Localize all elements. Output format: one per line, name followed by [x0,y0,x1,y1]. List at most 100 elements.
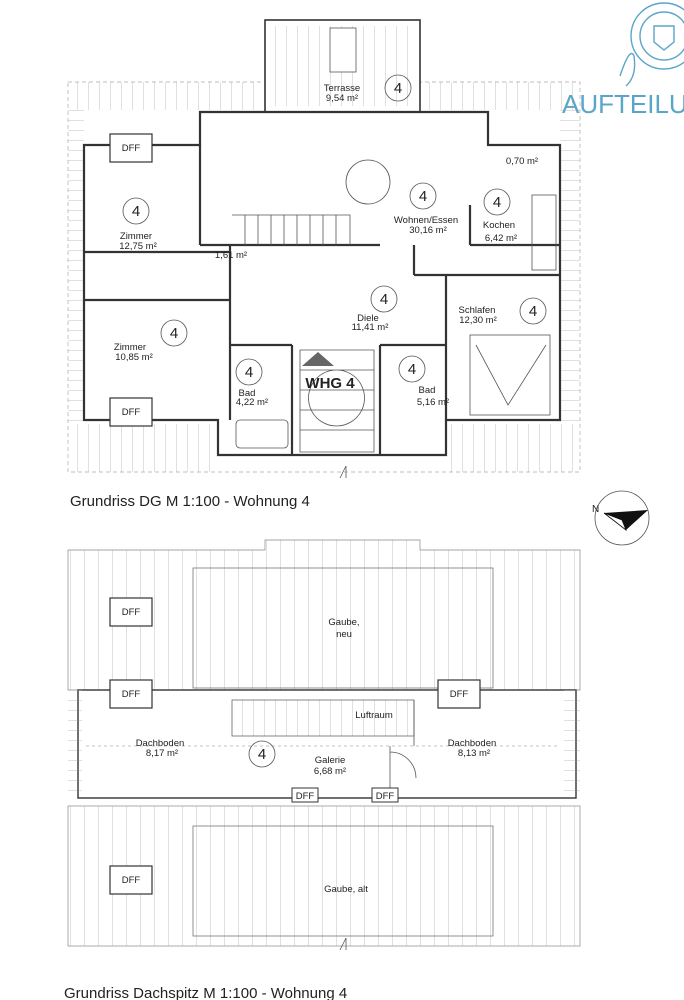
room-area: 9,54 m² [326,93,358,104]
whg-marker-triangle [302,352,334,366]
unit-badge-number: 4 [408,361,416,378]
room-name: Kochen [483,220,515,231]
room-name: Terrasse [324,83,360,94]
room-name: Wohnen/Essen [394,215,458,226]
authority-stamp: AUFTEILU [562,2,684,119]
unit-badge-number: 4 [132,203,140,220]
room-area: 30,16 m² [409,225,447,236]
luftraum-stair [231,699,415,737]
skylight-ds-1 [109,597,153,627]
room-area: 12,30 m² [459,315,497,326]
room-name: Bad [419,385,436,396]
room-area: 8,17 m² [146,748,178,759]
apartment-label: WHG 4 [305,375,355,392]
unit-badge [519,297,547,325]
roof-band-left [68,110,84,424]
skylight-ds-4 [291,787,319,803]
skylight-label: DFF [450,689,469,700]
roof-band-right [560,110,580,424]
skylight-ds-5 [371,787,399,803]
spiral-stair [299,349,375,453]
roof-lower [67,805,581,947]
north-arrow-circle [594,490,650,546]
bed [469,334,551,416]
unit-badge-number: 4 [258,746,266,763]
unit-badge-number: 4 [380,291,388,308]
room-name: Zimmer [114,342,146,353]
plan-dg-title: Grundriss DG M 1:100 - Wohnung 4 [70,493,310,510]
room-name: Dachboden [136,738,185,749]
unit-badge-number: 4 [245,364,253,381]
skylight-label: DFF [296,791,315,802]
room-area: 5,16 m² [417,397,449,408]
bathtub [235,419,289,449]
north-arrow-needle-light [603,512,627,532]
unit-badge [370,285,398,313]
roof-band-bottom-right [446,424,580,472]
outer-wall-dg [82,110,562,457]
plan-dg: DFF DFF Terrasse 9,54 m² 4 4 Zimmer 12,7… [67,19,581,479]
room-area: 11,41 m² [352,322,389,333]
unit-badge [248,740,276,768]
stair-lines-dg [232,214,351,245]
roof-band-top-left [68,82,264,110]
room-name: Galerie [315,755,346,766]
room-area: 6,42 m² [485,233,517,244]
skylight-ds-2 [109,679,153,709]
kitchen-counter [531,194,557,271]
terrace-table [329,27,357,73]
plan-dachspitz: Gaube, neu DFF DFF DFF DFF DFF Luftraum … [67,539,581,951]
skylight-dg-top [109,133,153,163]
unit-badge [384,74,412,102]
unit-badge-number: 4 [170,325,178,342]
skylight-ds-3 [437,679,481,709]
unit-badge [409,182,437,210]
roof-band-bottom-left [68,424,218,472]
interior-walls-dg [84,145,560,455]
room-area: 10,85 m² [115,352,153,363]
skylight-label: DFF [122,143,141,154]
unit-badge [122,197,150,225]
skylight-dg-bottom [109,397,153,427]
dormer-old-label: Gaube, alt [324,884,368,895]
attic-roof-right [564,690,580,798]
skylight-label: DFF [122,689,141,700]
unit-badge [160,319,188,347]
room-area: 4,22 m² [236,397,268,408]
dormer-new-label-1: Gaube, [328,617,359,628]
dining-table [345,159,391,205]
seal-inner-circle [639,11,684,61]
seal-circle [630,2,684,70]
room-name: Schlafen [459,305,496,316]
small-area: 1,61 m² [215,250,247,261]
roof-band-top-right [420,82,580,110]
stamp-text: AUFTEILU [562,89,684,119]
room-area: 8,13 m² [458,748,490,759]
skylight-label: DFF [122,407,141,418]
small-area: 0,70 m² [506,156,538,167]
section-mark [339,465,347,479]
seal-emblem [653,25,675,51]
unit-badge [483,188,511,216]
unit-badge-number: 4 [529,303,537,320]
luftraum-label: Luftraum [355,710,393,721]
attic-roof-left [68,690,82,798]
unit-badge-number: 4 [394,80,402,97]
dormer-old [192,825,494,937]
room-name: Zimmer [120,231,152,242]
skylight-label: DFF [122,875,141,886]
unit-badge [398,355,426,383]
skylight-label: DFF [122,607,141,618]
north-arrow: N [592,490,650,546]
north-arrow-letter: N [592,504,599,515]
plan-dachspitz-title: Grundriss Dachspitz M 1:100 - Wohnung 4 [64,985,347,1000]
room-name: Bad [239,388,256,399]
skylight-ds-6 [109,865,153,895]
room-name: Dachboden [448,738,497,749]
section-mark [339,937,347,951]
north-arrow-needle-dark [604,510,648,530]
dormer-new-label-2: neu [336,629,352,640]
skylight-label: DFF [376,791,395,802]
room-name: Diele [357,313,379,324]
